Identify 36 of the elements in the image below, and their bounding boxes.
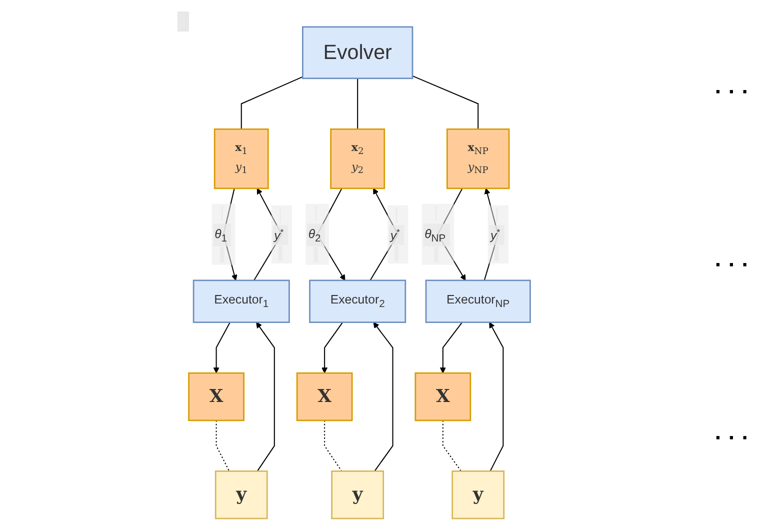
ellipsis-label: · · · [714, 252, 750, 278]
arrow [213, 322, 230, 374]
node-box: Executor$_{2}$ [309, 280, 406, 323]
node-box: X [296, 372, 353, 422]
connector [216, 420, 230, 472]
edge-label: y$^{*}$ [274, 228, 284, 242]
node-box: y [214, 470, 268, 520]
arrow [322, 322, 344, 374]
arrow [440, 322, 463, 374]
arrow [489, 322, 504, 472]
node-box: y [452, 470, 505, 520]
arrow [256, 322, 275, 472]
node-box: Executor$_{NP}$ [425, 280, 531, 323]
edge-label: y$^{*}$ [490, 228, 500, 242]
arrow [223, 188, 238, 281]
node-box: X [188, 372, 244, 422]
edge-label: θ$_{2}$ [308, 227, 321, 244]
node-box: Evolver [302, 26, 414, 80]
node-box: x$_{NP}$ y$_{NP}$ [446, 128, 510, 190]
node-box: X [414, 372, 472, 422]
node-box: y [331, 470, 384, 520]
ellipsis-label: · · · [714, 424, 750, 451]
edge-label: y$^{*}$ [390, 228, 400, 242]
arrow [373, 322, 394, 472]
edge-label: θ$_{NP}$ [424, 227, 446, 244]
ellipsis-label: · · · [714, 79, 750, 106]
edge-label: θ$_{1}$ [214, 227, 227, 244]
node-box: x$_{1}$ y$_{1}$ [214, 128, 269, 190]
connector [442, 420, 462, 472]
connector [357, 78, 358, 130]
connector [324, 420, 342, 472]
node-box: Executor$_{1}$ [192, 280, 290, 323]
node-box: x$_{2}$ y$_{2}$ [330, 128, 386, 190]
connector [240, 76, 303, 130]
arrow [484, 188, 499, 281]
connector [412, 75, 479, 130]
